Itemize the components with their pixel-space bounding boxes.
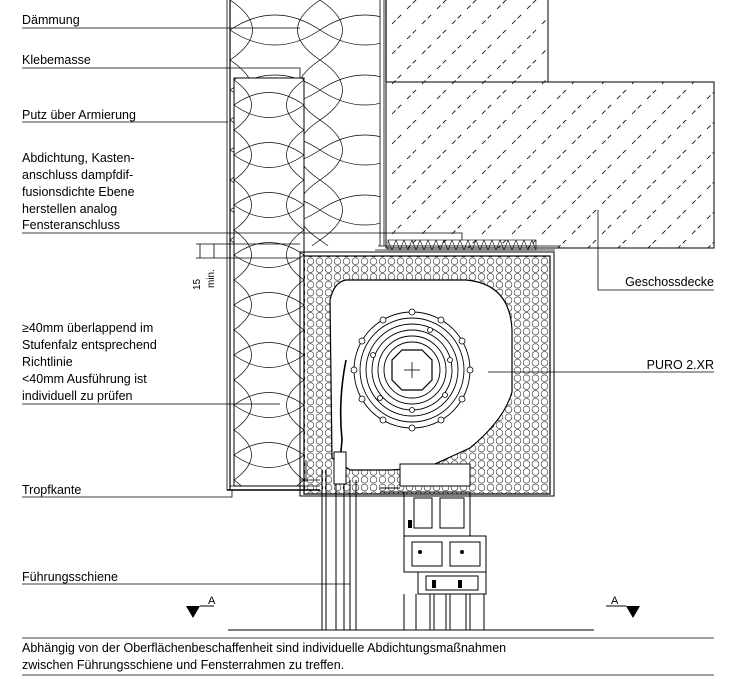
label-klebemasse: Klebemasse xyxy=(22,53,91,67)
label-tropfkante: Tropfkante xyxy=(22,483,81,497)
wall-concrete-upper xyxy=(386,0,548,82)
section-mark-left xyxy=(186,605,214,618)
section-letter-right: A xyxy=(611,595,619,607)
footnote-line-2: zwischen Führungsschiene und Fensterrahm… xyxy=(22,658,344,672)
window-frame xyxy=(380,463,487,630)
label-ueberlappend: ≥40mm überlappend im Stufenfalz entsprec… xyxy=(22,321,160,403)
dimension-unit: min. xyxy=(206,269,217,288)
leader-lines xyxy=(22,27,714,585)
sealing-strip xyxy=(387,239,537,251)
guide-rail xyxy=(321,451,357,630)
dimension-value: 15 xyxy=(192,278,203,290)
label-fuehrungsschiene: Führungsschiene xyxy=(22,570,118,584)
label-putz: Putz über Armierung xyxy=(22,108,136,122)
label-abdichtung: Abdichtung, Kasten- anschluss dampfdif- … xyxy=(22,151,138,232)
label-puro: PURO 2.XR xyxy=(647,358,714,372)
curtain-drop xyxy=(339,359,347,463)
section-mark-right xyxy=(606,605,640,618)
frame-fillings xyxy=(408,520,464,588)
label-geschossdecke: Geschossdecke xyxy=(625,275,714,289)
slab-concrete xyxy=(385,81,715,249)
footnote-line-1: Abhängig von der Oberflächenbeschaffenhe… xyxy=(22,641,506,655)
section-letter-left: A xyxy=(208,595,216,607)
label-daemmung: Dämmung xyxy=(22,13,80,27)
curtain-slat-hooks xyxy=(350,308,474,432)
drip-edge xyxy=(227,460,320,491)
